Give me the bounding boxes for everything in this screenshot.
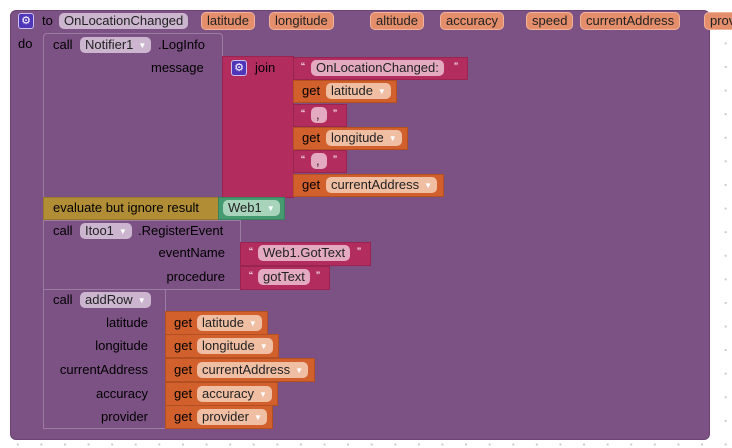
arg-label-provider: provider — [101, 409, 148, 424]
arg-label-longitude: longitude — [95, 338, 148, 353]
chevron-down-icon: ▼ — [295, 366, 304, 375]
variable-name: provider — [202, 409, 249, 424]
arg-label-procedure: procedure — [166, 269, 225, 284]
do-label: do — [18, 36, 33, 51]
call-label: call — [53, 223, 73, 238]
close-quote: ” — [333, 107, 337, 121]
variable-dropdown[interactable]: longitude ▼ — [326, 130, 402, 146]
variable-dropdown[interactable]: accuracy ▼ — [197, 386, 272, 402]
event-param-currentAddress[interactable]: currentAddress — [580, 12, 681, 30]
get-label: get — [174, 409, 193, 424]
gear-icon[interactable]: ⚙ — [231, 60, 247, 76]
arg-label-latitude: latitude — [106, 315, 148, 330]
chevron-down-icon: ▼ — [388, 134, 397, 143]
variable-name: latitude — [202, 315, 244, 330]
chevron-down-icon: ▼ — [259, 342, 268, 351]
text-value[interactable]: , — [311, 107, 327, 123]
component-dropdown[interactable]: Notifier1 ▼ — [80, 37, 152, 53]
chevron-down-icon: ▼ — [377, 87, 386, 96]
variable-name: longitude — [331, 130, 384, 145]
variable-name: latitude — [331, 83, 373, 98]
call-addrow-block[interactable] — [43, 289, 166, 429]
get-label: get — [302, 83, 321, 98]
call-loginfo-block[interactable] — [43, 33, 223, 198]
open-quote: “ — [301, 60, 305, 74]
method-label: .RegisterEvent — [138, 223, 224, 238]
message-label: message — [151, 60, 204, 75]
variable-dropdown[interactable]: longitude ▼ — [197, 338, 273, 354]
variable-dropdown[interactable]: provider ▼ — [197, 409, 267, 425]
event-param-speed[interactable]: speed — [526, 12, 574, 30]
component-dropdown[interactable]: Web1 ▼ — [223, 200, 280, 216]
variable-dropdown[interactable]: latitude ▼ — [326, 83, 391, 99]
variable-dropdown[interactable]: currentAddress ▼ — [197, 362, 309, 378]
event-param-latitude[interactable]: latitude — [201, 12, 255, 30]
close-quote: ” — [333, 153, 337, 167]
text-value[interactable]: Web1.GotText — [258, 245, 351, 261]
procedure-name: addRow — [85, 292, 133, 307]
gear-icon[interactable]: ⚙ — [18, 13, 34, 29]
variable-dropdown[interactable]: currentAddress ▼ — [326, 177, 438, 193]
variable-name: accuracy — [202, 386, 255, 401]
event-param-accuracy[interactable]: accuracy — [440, 12, 505, 30]
call-label: call — [53, 37, 73, 52]
get-label: get — [174, 338, 193, 353]
text-value[interactable]: gotText — [258, 269, 310, 285]
text-value[interactable]: OnLocationChanged: — [311, 60, 444, 76]
event-name: OnLocationChanged — [59, 13, 189, 29]
variable-name: longitude — [202, 338, 255, 353]
chevron-down-icon: ▼ — [118, 227, 127, 236]
chevron-down-icon: ▼ — [259, 390, 267, 399]
arg-label-eventName: eventName — [158, 245, 225, 260]
get-label: get — [302, 130, 321, 145]
component-dropdown[interactable]: Itoo1 ▼ — [80, 223, 132, 239]
chevron-down-icon: ▼ — [266, 204, 275, 213]
arg-label-accuracy: accuracy — [95, 386, 148, 401]
event-param-altitude[interactable]: altitude — [370, 12, 424, 30]
chevron-down-icon: ▼ — [253, 413, 262, 422]
arg-label-currentAddress: currentAddress — [59, 362, 148, 377]
get-label: get — [174, 315, 193, 330]
method-label: .LogInfo — [158, 37, 205, 52]
text-value[interactable]: , — [311, 153, 327, 169]
component-name: Web1 — [228, 200, 262, 215]
close-quote: ” — [454, 60, 458, 74]
variable-dropdown[interactable]: latitude ▼ — [197, 315, 262, 331]
close-quote: ” — [357, 245, 361, 259]
chevron-down-icon: ▼ — [137, 296, 146, 305]
variable-name: currentAddress — [331, 177, 420, 192]
procedure-dropdown[interactable]: addRow ▼ — [80, 292, 151, 308]
chevron-down-icon: ▼ — [424, 181, 433, 190]
event-param-provider[interactable]: provider — [704, 12, 732, 30]
component-name: Notifier1 — [85, 37, 134, 52]
event-to-label: to — [42, 13, 53, 28]
close-quote: ” — [316, 269, 320, 283]
get-label: get — [302, 177, 321, 192]
open-quote: “ — [301, 107, 305, 121]
join-label: join — [255, 60, 276, 75]
chevron-down-icon: ▼ — [138, 41, 147, 50]
call-label: call — [53, 292, 73, 307]
chevron-down-icon: ▼ — [248, 319, 257, 328]
get-label: get — [174, 386, 193, 401]
join-block[interactable] — [222, 56, 294, 198]
variable-name: currentAddress — [202, 362, 291, 377]
get-label: get — [174, 362, 193, 377]
component-name: Itoo1 — [85, 223, 114, 238]
open-quote: “ — [301, 153, 305, 167]
open-quote: “ — [249, 269, 253, 283]
event-param-longitude[interactable]: longitude — [269, 12, 334, 30]
evaluate-label: evaluate but ignore result — [53, 200, 199, 215]
open-quote: “ — [249, 245, 253, 259]
